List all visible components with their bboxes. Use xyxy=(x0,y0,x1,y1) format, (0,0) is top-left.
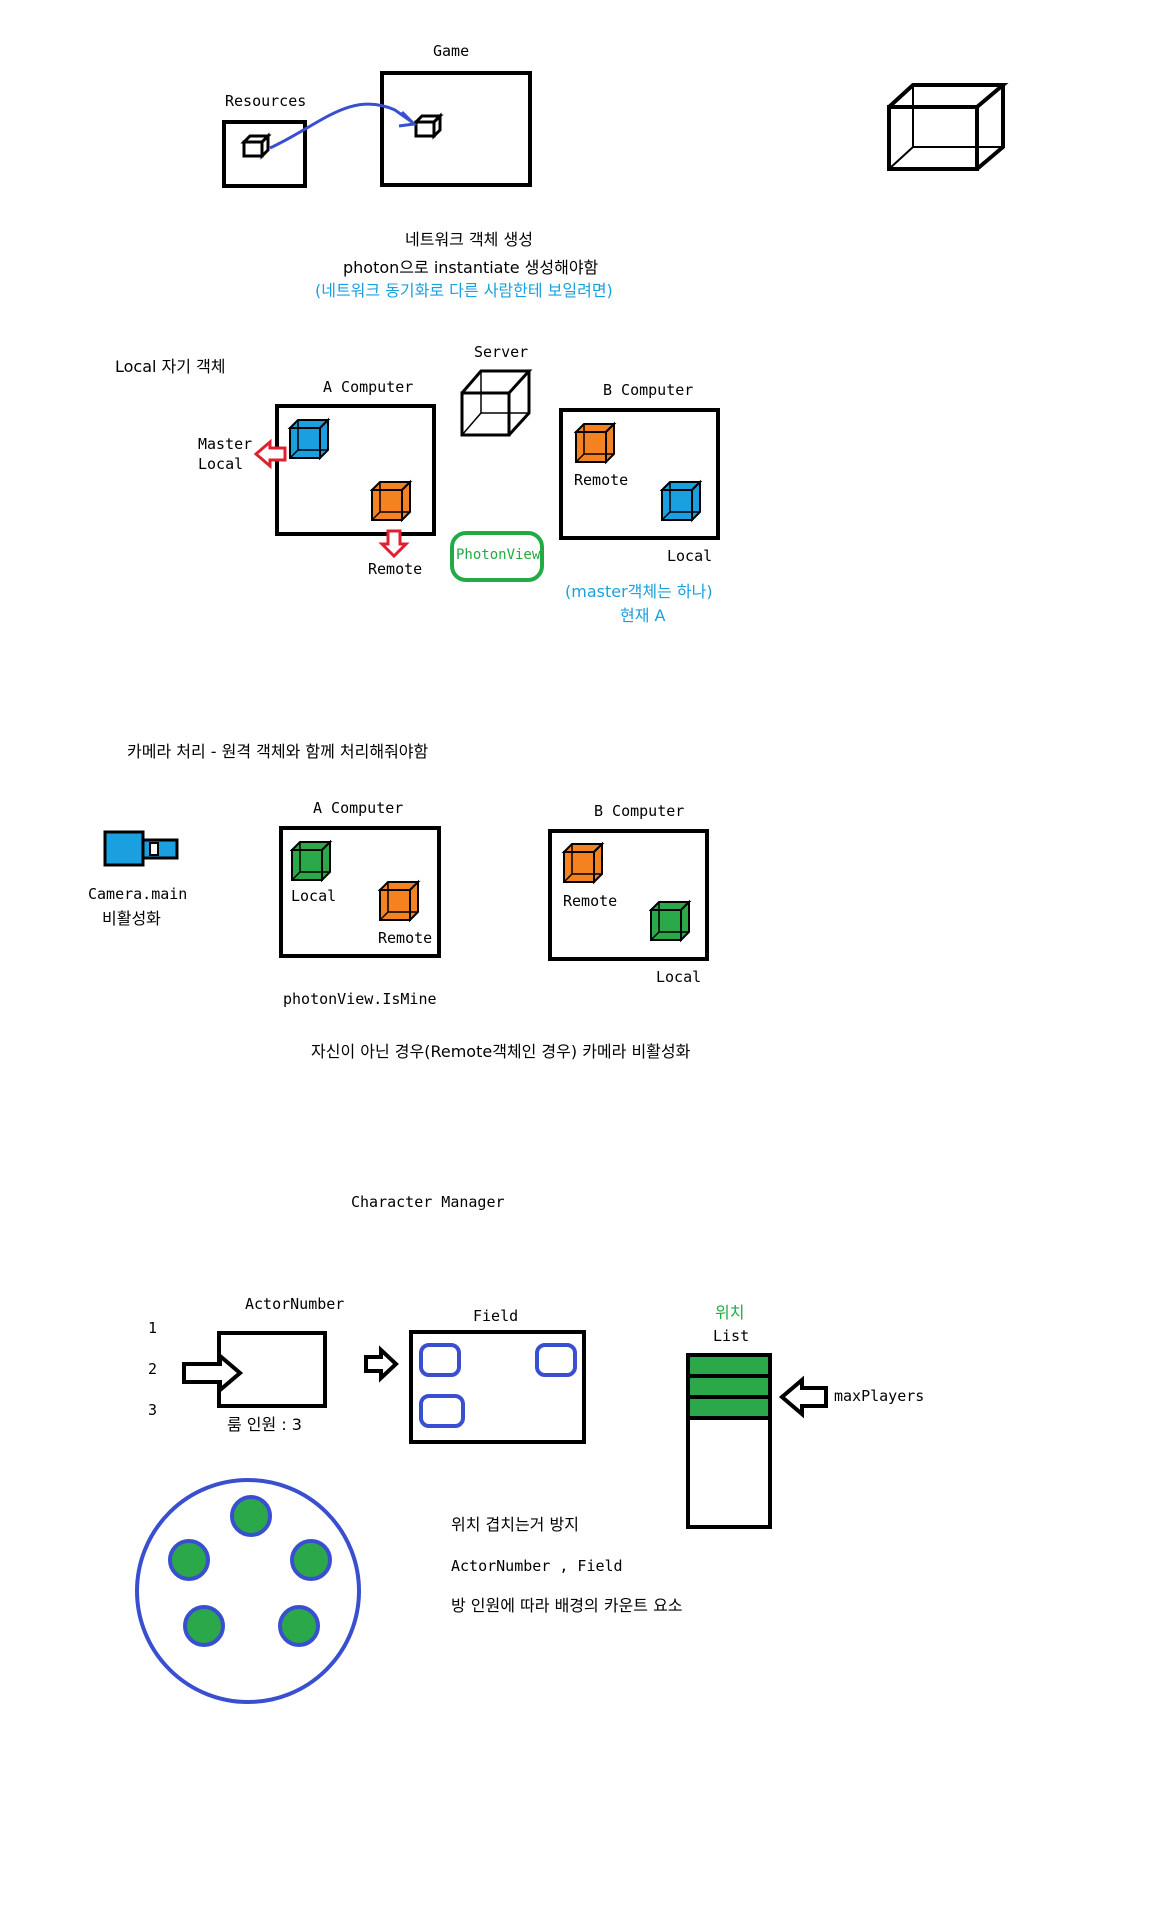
camera-deactivate-note: 자신이 아닌 경우(Remote객체인 경우) 카메라 비활성화 xyxy=(311,1042,691,1061)
local-a-label-2: Local xyxy=(291,887,336,905)
a-computer-label: A Computer xyxy=(323,378,413,396)
a-remote-orange-cube xyxy=(371,481,411,521)
a-computer-box-2 xyxy=(279,826,441,958)
camera-main-label: Camera.main xyxy=(88,885,187,903)
remote-a-label: Remote xyxy=(368,560,422,578)
local-b-label: Local xyxy=(667,547,712,565)
overlap-prevent-note: 위치 겹치는거 방지 xyxy=(451,1515,579,1534)
network-object-title: 네트워크 객체 생성 xyxy=(405,230,533,249)
master-one-note: (master객체는 하나) xyxy=(565,582,713,601)
b-computer-box-2 xyxy=(548,829,709,961)
field-slot-3 xyxy=(419,1394,465,1428)
actor-field-note: ActorNumber , Field xyxy=(451,1557,623,1575)
resources-box xyxy=(222,120,307,188)
b-remote-orange-cube xyxy=(575,423,615,463)
field-arrow-icon xyxy=(364,1345,399,1383)
photonview-label: PhotonView xyxy=(456,547,541,563)
resources-cube-icon xyxy=(240,132,272,160)
ismine-label: photonView.IsMine xyxy=(283,990,437,1008)
game-box xyxy=(380,71,532,187)
remote-a-label-2: Remote xyxy=(378,929,432,947)
camera-handling-title: 카메라 처리 - 원격 객체와 함께 처리해줘야함 xyxy=(127,742,429,761)
remote-b-label: Remote xyxy=(574,471,628,489)
current-a-note: 현재 A xyxy=(620,606,666,625)
b-local-blue-cube xyxy=(661,481,701,521)
position-label: 위치 xyxy=(715,1303,744,1322)
camera-deactivate-label: 비활성화 xyxy=(102,909,161,928)
b-computer-label-2: B Computer xyxy=(594,802,684,820)
network-sync-note: (네트워크 동기화로 다른 사람한테 보일려면) xyxy=(315,281,613,300)
photon-instantiate-note: photon으로 instantiate 생성해야함 xyxy=(343,258,599,277)
local-object-label: Local 자기 객체 xyxy=(115,357,226,376)
resources-label: Resources xyxy=(225,92,306,110)
maxplayers-label: maxPlayers xyxy=(834,1387,924,1405)
remote-down-arrow-icon xyxy=(378,529,410,559)
b-computer-box xyxy=(559,408,720,540)
field-slot-2 xyxy=(535,1343,577,1377)
photonview-badge xyxy=(450,531,544,582)
a-computer-box xyxy=(275,404,436,536)
list-label: List xyxy=(713,1327,749,1345)
local-a-label: Local xyxy=(198,455,243,473)
a-computer-label-2: A Computer xyxy=(313,799,403,817)
master-left-arrow-icon xyxy=(253,438,287,470)
a-local-green-cube xyxy=(291,841,331,881)
server-cube-icon xyxy=(460,369,533,437)
room-count-label: 룸 인원 : 3 xyxy=(227,1415,302,1434)
remote-b-label-2: Remote xyxy=(563,892,617,910)
game-label: Game xyxy=(433,42,469,60)
camera-icon xyxy=(103,830,179,867)
large-cube-icon xyxy=(887,83,1009,171)
actor-num-1: 1 xyxy=(148,1319,157,1337)
actor-num-3: 3 xyxy=(148,1401,157,1419)
maxplayers-arrow-icon xyxy=(778,1375,828,1419)
a-remote-orange-cube-2 xyxy=(379,881,419,921)
actor-number-label: ActorNumber xyxy=(245,1295,344,1313)
local-b-label-2: Local xyxy=(656,968,701,986)
field-box xyxy=(409,1330,586,1444)
server-label: Server xyxy=(474,343,528,361)
room-count-element-note: 방 인원에 따라 배경의 카운트 요소 xyxy=(451,1596,683,1615)
room-circle xyxy=(135,1478,361,1704)
actor-pointer-arrow-icon xyxy=(182,1351,244,1395)
actor-num-2: 2 xyxy=(148,1360,157,1378)
game-cube-icon xyxy=(412,112,444,140)
b-computer-label: B Computer xyxy=(603,381,693,399)
instantiate-arrow xyxy=(269,102,413,150)
b-remote-orange-cube-2 xyxy=(563,843,603,883)
position-list xyxy=(686,1353,772,1529)
character-manager-title: Character Manager xyxy=(351,1193,505,1211)
master-label: Master xyxy=(198,435,252,453)
field-label: Field xyxy=(473,1307,518,1325)
instantiate-arrowhead xyxy=(398,110,418,128)
field-slot-1 xyxy=(419,1343,461,1377)
b-local-green-cube xyxy=(650,901,690,941)
a-local-blue-cube xyxy=(289,419,329,459)
